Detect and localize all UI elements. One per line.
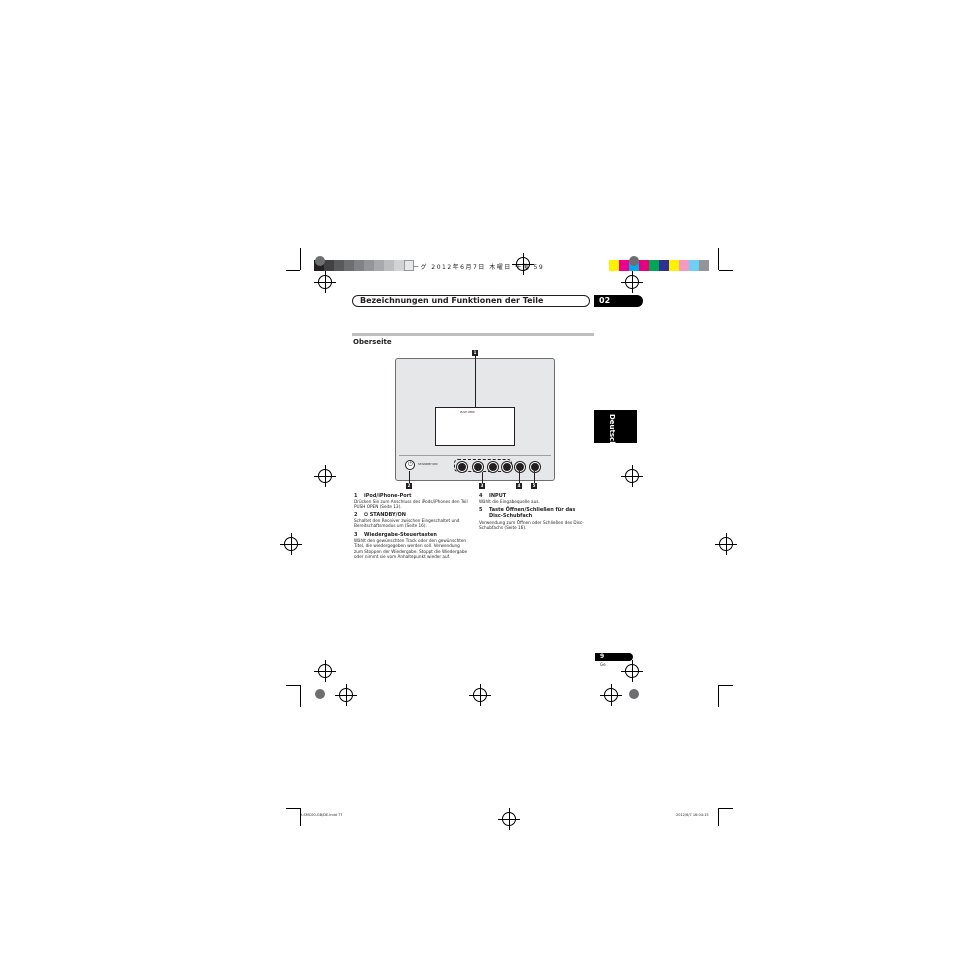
- callout-4: 4: [516, 483, 522, 489]
- callout-line: [534, 471, 535, 483]
- item-number: 5: [479, 507, 483, 513]
- page-number: 9: [600, 653, 605, 660]
- registration-mark-icon: [715, 533, 737, 555]
- swatch: [334, 260, 344, 271]
- callout-line: [475, 356, 476, 408]
- eject-button: [530, 462, 540, 472]
- crop-mark: [286, 685, 300, 686]
- callout-line: [409, 471, 410, 483]
- item-title: ⏻ STANDBY/ON: [364, 512, 406, 518]
- device-panel-divider: [399, 455, 551, 456]
- swatch: [699, 260, 709, 271]
- swatch: [364, 260, 374, 271]
- crop-mark: [286, 808, 300, 809]
- crop-mark: [300, 248, 301, 270]
- play-pause-button: [488, 462, 498, 472]
- item-title: Wiedergabe-Steuertasten: [364, 532, 437, 538]
- callout-5: 5: [531, 483, 537, 489]
- callout-line: [519, 471, 520, 483]
- callout-3: 3: [479, 483, 485, 489]
- crop-mark: [719, 808, 733, 809]
- swatch: [609, 260, 619, 271]
- subsection-title: Oberseite: [353, 338, 392, 346]
- crop-mark: [300, 808, 301, 826]
- language-tab-label: Deutsch: [608, 414, 616, 447]
- item-body: Schaltet den Receiver zwischen Eingescha…: [354, 518, 460, 529]
- callout-2: 2: [406, 483, 412, 489]
- registration-mark-icon: [621, 271, 643, 293]
- registration-dot-icon: [629, 256, 639, 266]
- swatch: [354, 260, 364, 271]
- power-icon: ⏻: [408, 461, 413, 468]
- push-open-label: PUSH OPEN: [460, 411, 475, 414]
- standby-button: ⏻: [405, 460, 415, 470]
- ipod-door: [435, 407, 515, 446]
- item-title: INPUT: [489, 493, 507, 499]
- standby-label: STANDBY/ON: [418, 462, 438, 466]
- swatch: [649, 260, 659, 271]
- crop-mark: [286, 270, 300, 271]
- item-body: Wählt den gewünschten Track oder den gew…: [354, 538, 468, 560]
- section-header-frame: [352, 295, 590, 307]
- crop-mark: [718, 248, 719, 270]
- registration-mark-icon: [498, 808, 520, 830]
- swatch: [639, 260, 649, 271]
- registration-mark-icon: [314, 465, 336, 487]
- swatch: [404, 260, 414, 271]
- item-title: Taste Öffnen/Schließen für das Disc-Schu…: [489, 507, 576, 519]
- print-info: ーグ 2012年6月7日 木曜日 午後 59: [413, 264, 545, 271]
- swatch: [394, 260, 404, 271]
- registration-mark-icon: [314, 271, 336, 293]
- registration-mark-icon: [469, 684, 491, 706]
- next-track-button: [502, 462, 512, 472]
- chapter-number: 02: [594, 295, 643, 307]
- item-number: 2: [354, 512, 358, 518]
- registration-mark-icon: [600, 684, 622, 706]
- subsection-rule: [352, 333, 594, 336]
- registration-dot-icon: [315, 256, 325, 266]
- swatch: [384, 260, 394, 271]
- registration-mark-icon: [621, 660, 643, 682]
- item-body: Drücken Sie zum Anschluss des iPods/iPho…: [354, 499, 468, 510]
- language-tab: Deutsch: [594, 410, 637, 447]
- item-body: Wählt die Eingabequelle aus.: [479, 499, 540, 504]
- swatch: [679, 260, 689, 271]
- input-button: [515, 462, 525, 472]
- registration-dot-icon: [315, 689, 325, 699]
- callout-line: [482, 472, 483, 483]
- registration-mark-icon: [621, 465, 643, 487]
- swatch: [689, 260, 699, 271]
- item-number: 3: [354, 532, 358, 538]
- crop-mark: [719, 685, 733, 686]
- swatch: [669, 260, 679, 271]
- crop-mark: [300, 685, 301, 707]
- crop-mark: [718, 685, 719, 707]
- page-language-code: Ge: [600, 662, 606, 667]
- registration-mark-icon: [314, 660, 336, 682]
- footer-file-info: X-SMC00-GB/DE.indd 77: [300, 813, 343, 817]
- registration-mark-icon: [512, 253, 534, 275]
- footer-timestamp: 2012/6/7 16:04:15: [676, 813, 709, 817]
- callout-1: 1: [472, 350, 478, 356]
- item-number: 4: [479, 493, 483, 499]
- item-title: iPod/iPhone-Port: [364, 493, 412, 499]
- swatch: [344, 260, 354, 271]
- page-number-tab: [595, 653, 633, 661]
- swatch: [324, 260, 334, 271]
- section-title: Bezeichnungen und Funktionen der Teile: [360, 296, 544, 305]
- swatch: [619, 260, 629, 271]
- prev-track-button: [457, 462, 467, 472]
- item-number: 1: [354, 493, 358, 499]
- registration-mark-icon: [280, 533, 302, 555]
- stop-button: [473, 462, 483, 472]
- registration-dot-icon: [629, 689, 639, 699]
- crop-mark: [718, 808, 719, 826]
- item-body: Verwendung zum Öffnen oder Schließen des…: [479, 520, 584, 531]
- crop-mark: [719, 270, 733, 271]
- swatch: [374, 260, 384, 271]
- swatch: [659, 260, 669, 271]
- registration-mark-icon: [335, 684, 357, 706]
